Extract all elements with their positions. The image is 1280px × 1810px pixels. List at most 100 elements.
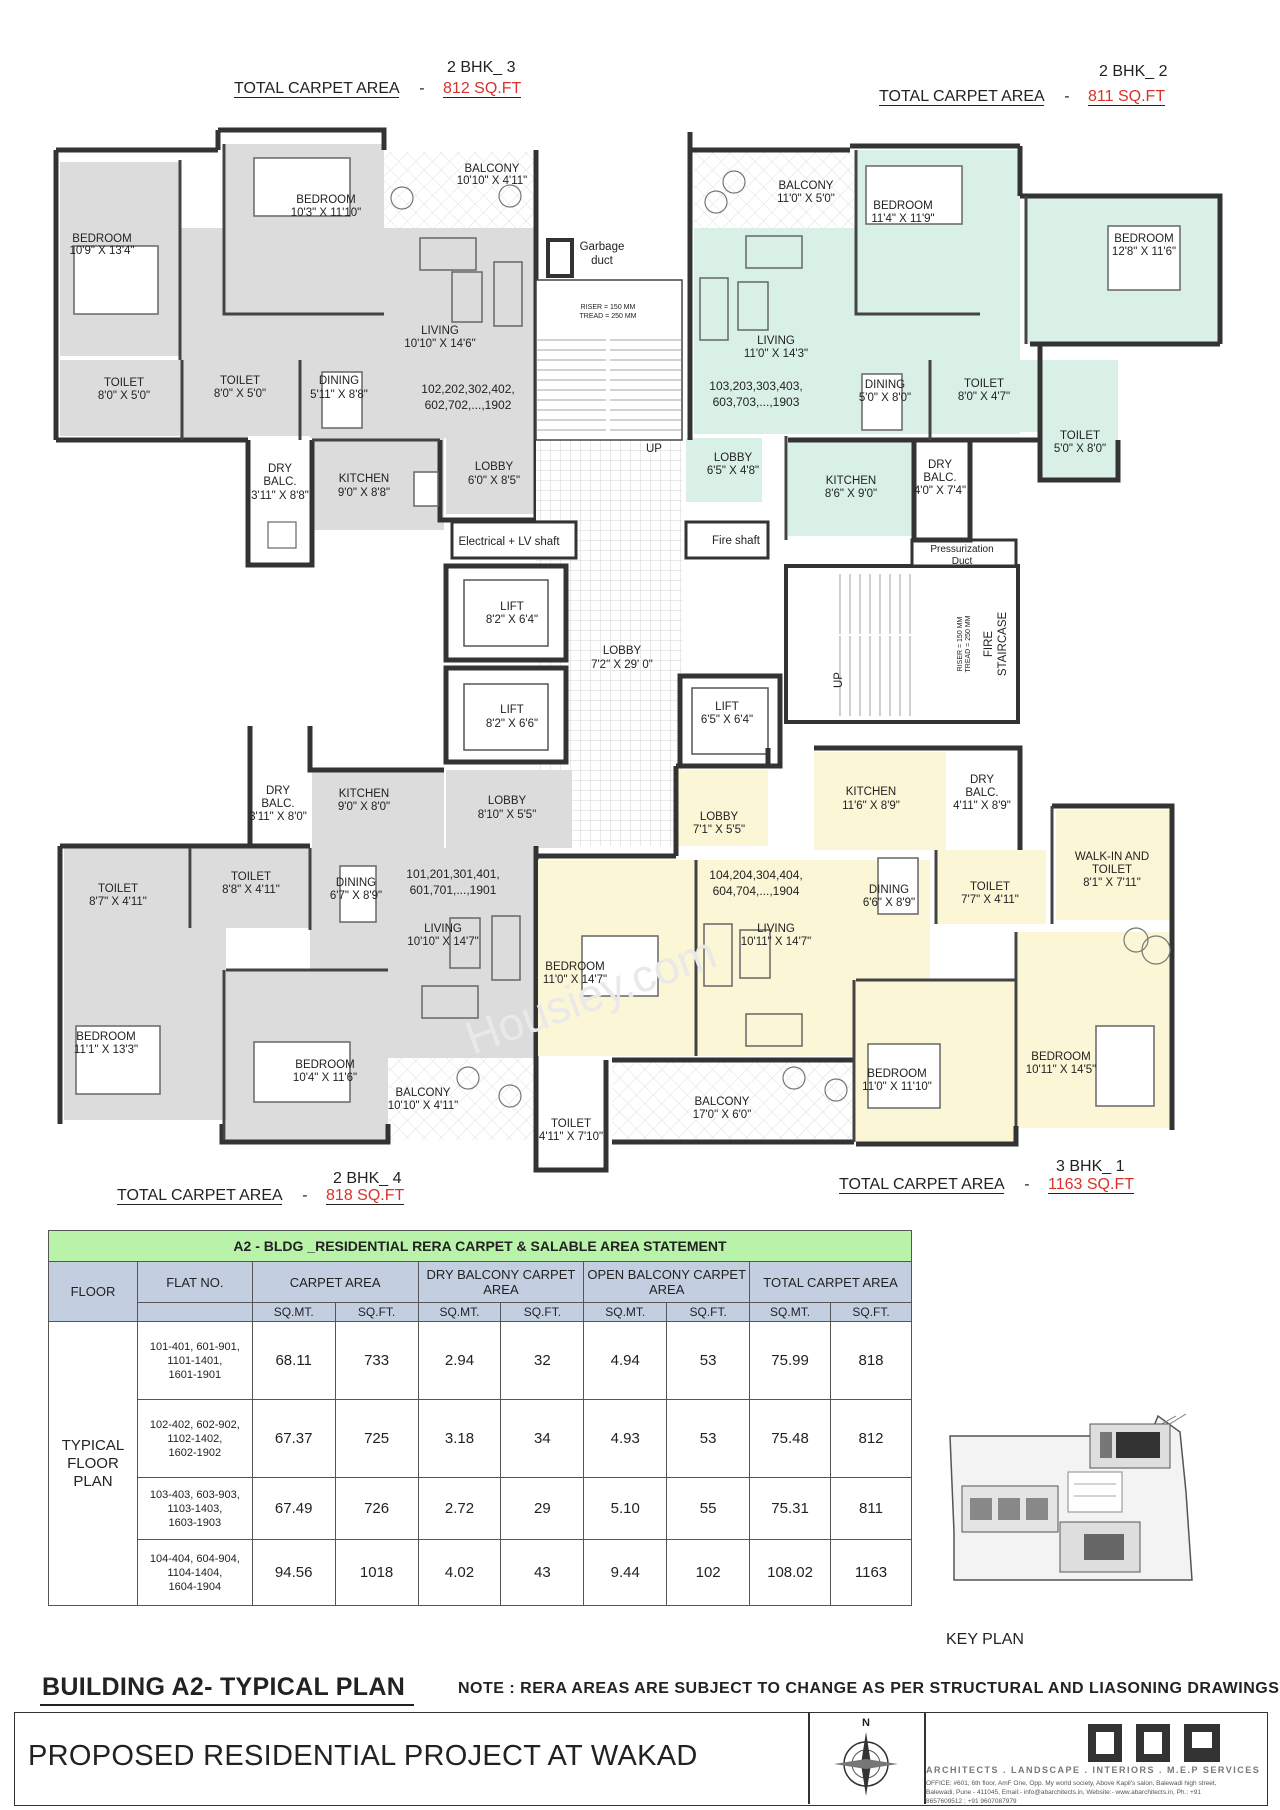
room-label: BEDROOM [296,194,355,206]
room-dimension: 10'10" X 4'11" [457,175,528,187]
room-label: WALK-IN AND [1075,851,1149,863]
table-row: 103-403, 603-903, 1103-1403, 1603-1903 6… [49,1477,912,1540]
column-header-flat-no: FLAT NO. [136,1261,253,1303]
column-subheader-unit: SQ.FT. [666,1302,751,1322]
total-carpet-area-label: TOTAL CARPET AREA - 1163 SQ.FT [839,1176,1134,1194]
total-carpet-area-label: TOTAL CARPET AREA - 812 SQ.FT [234,80,522,98]
flat-numbers: 601,701,...,1901 [410,883,497,897]
toilet-area [60,360,180,436]
room-dimension: 10'10" X 14'6" [404,338,475,350]
room-dimension: 3'11" X 8'8" [251,490,309,502]
room-label: TOILET [104,377,144,389]
room-dimension: 8'7" X 4'11" [89,896,147,908]
room-dimension: 11'0" X 14'3" [744,348,808,360]
room-label: DRY [928,459,952,471]
room-label: LIVING [421,325,459,337]
room-label: STAIRCASE [997,612,1009,677]
key-plan [949,1413,1193,1581]
room-dimension: 4'0" X 7'4" [914,485,966,497]
room-dimension: 6'6" X 8'9" [863,897,915,909]
room-dimension: 10'10" X 4'11" [388,1100,459,1112]
room-dimension: 6'5" X 6'4" [701,714,753,726]
flat-numbers: 603,703,...,1903 [713,395,800,409]
room-dimension: 11'1" X 13'3" [74,1044,138,1056]
room-label: TOILET [1060,430,1100,442]
room-label: LIVING [424,923,462,935]
room-dimension: 4'11" X 8'9" [953,800,1011,812]
room-dimension: 10'9" X 13'4" [70,245,135,257]
room-label: BEDROOM [873,200,932,212]
table-cell: 53 [666,1399,751,1478]
table-cell: 725 [334,1399,419,1478]
room-label: BALCONY [465,163,520,175]
room-label: TOILET [1092,864,1132,876]
room-dimension: 12'8" X 11'6" [1112,246,1176,258]
room-label: KITCHEN [339,473,389,485]
lobby-area [446,770,572,848]
unit-2bhk-3 [53,127,539,568]
balcony-area [612,1060,854,1140]
room-label: BEDROOM [76,1031,135,1043]
table-row: 102-402, 602-902, 1102-1402, 1602-1902 6… [49,1399,912,1478]
room-label: BALCONY [396,1087,451,1099]
room-dimension: 11'6" X 8'9" [842,800,900,812]
room-dimension: 9'0" X 8'8" [338,487,390,499]
table-row: 104-404, 604-904, 1104-1404, 1604-1904 9… [49,1539,912,1606]
firm-tagline: ARCHITECTS . LANDSCAPE . INTERIORS . M.E… [926,1765,1261,1775]
toilet-area [1042,360,1118,480]
room-label: LIFT [715,701,739,713]
key-plan-label: KEY PLAN [946,1631,1024,1648]
room-label: BALCONY [695,1096,750,1108]
shaft-label: Fire shaft [712,535,761,547]
table-title: A2 - BLDG _RESIDENTIAL RERA CARPET & SAL… [48,1230,912,1262]
garbage-duct [546,238,574,278]
rera-note: NOTE : RERA AREAS ARE SUBJECT TO CHANGE … [458,1680,1280,1697]
total-carpet-area-label: TOTAL CARPET AREA - 818 SQ.FT [117,1187,405,1205]
unit-2bhk-4 [57,726,572,1145]
room-dimension: 4'11" X 7'10" [539,1131,603,1143]
room-label: DINING [869,884,909,896]
table-cell: 726 [334,1477,419,1540]
room-label: TOILET [970,881,1010,893]
balcony-area [694,152,854,228]
total-carpet-area-value: 812 SQ.FT [443,80,522,98]
room-dimension: 10'11" X 14'7" [741,936,812,948]
fire-shaft [684,520,770,560]
room-label: TOILET [220,375,260,387]
stair-direction: UP [646,443,662,455]
table-cell: 102 [666,1539,751,1606]
room-label: DINING [865,379,905,391]
room-dimension: 10'10" X 14'7" [407,936,478,948]
kitchen-area [814,752,946,850]
unit-type-label: 2 BHK_ 4 [333,1170,402,1187]
column-header-carpet-area: CARPET AREA [251,1261,419,1303]
dry-balcony-area [948,752,1020,848]
room-dimension: 7'7" X 4'11" [961,894,1019,906]
flat-numbers: 104,204,304,404, [709,868,802,882]
room-label: Garbage [580,241,625,253]
stair-note: RISER = 150 MM [581,304,636,311]
table-cell: 3.18 [417,1399,502,1478]
lobby-area [678,770,768,846]
table-cell: 4.93 [583,1399,668,1478]
stair-note: TREAD = 250 MM [965,615,972,672]
table-cell: 108.02 [749,1539,832,1606]
room-dimension: 8'2" X 6'6" [486,718,538,730]
column-subheader-unit: SQ.FT. [830,1302,912,1322]
column-header-open-balcony: OPEN BALCONY CARPET AREA [583,1261,751,1303]
room-dimension: 11'0" X 5'0" [777,193,835,205]
fire-staircase [784,564,1020,724]
area-statement-table: A2 - BLDG _RESIDENTIAL RERA CARPET & SAL… [48,1230,912,1606]
toilet-area [182,360,298,436]
room-label: BALCONY [779,180,834,192]
shaft-label: Electrical + LV shaft [458,536,560,548]
room-label: duct [591,255,614,267]
room-dimension: 8'1" X 7'11" [1083,877,1141,889]
room-label: LOBBY [603,645,642,657]
column-subheader-blank [136,1302,253,1322]
room-dimension: 7'1" X 5'5" [693,824,745,836]
table-cell: 5.10 [583,1477,668,1540]
flat-numbers: 602,702,...,1902 [425,398,512,412]
total-carpet-area-value: 811 SQ.FT [1088,88,1166,106]
